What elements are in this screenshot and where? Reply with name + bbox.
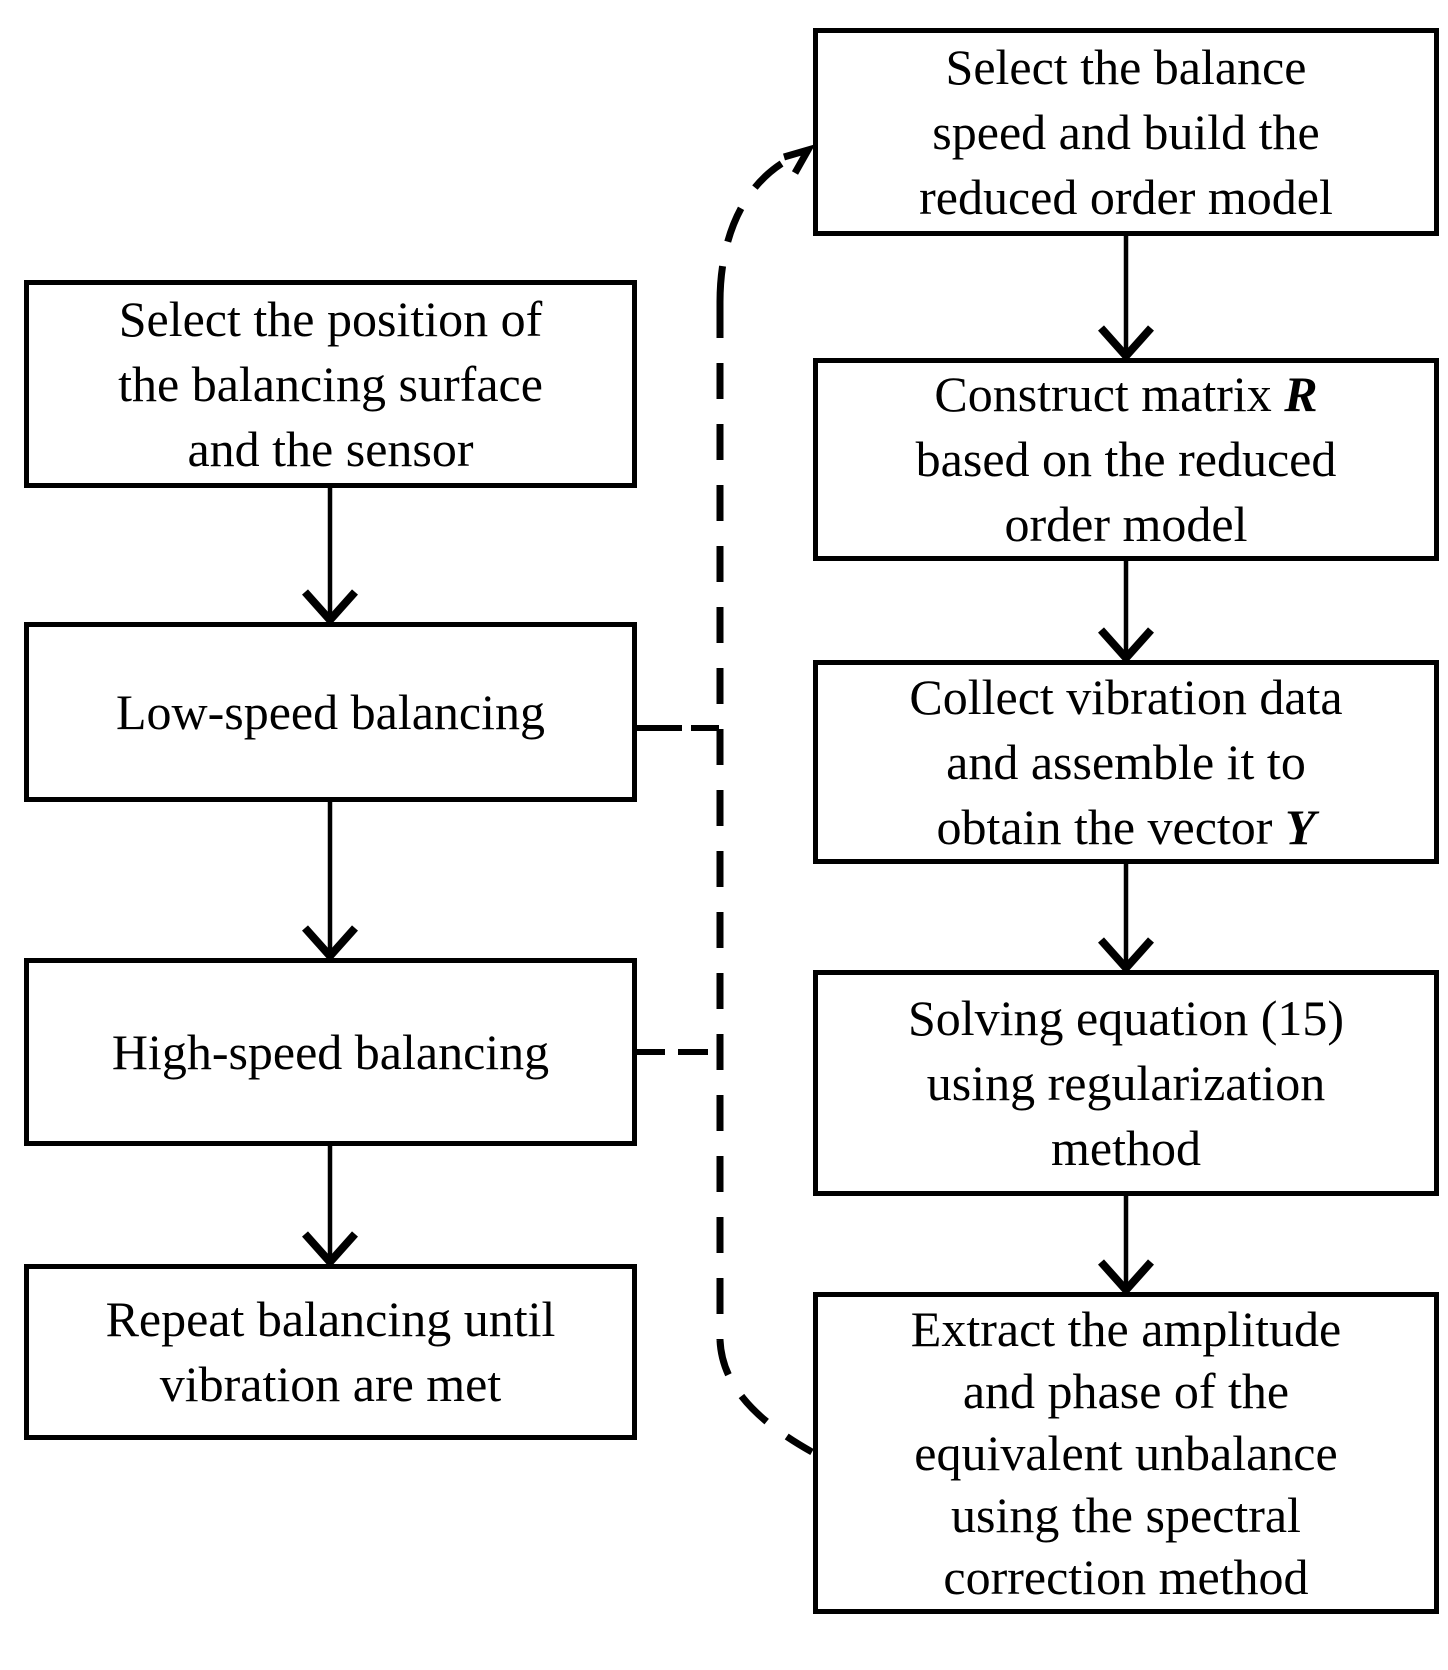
- box-text-line: Extract the amplitude: [910, 1301, 1342, 1357]
- box-text-line: using regularization: [926, 1054, 1326, 1111]
- arrow-head: [1098, 937, 1154, 975]
- arrow-head: [302, 1231, 358, 1269]
- arrow-head: [302, 589, 358, 627]
- arrow-head: [1098, 1259, 1154, 1297]
- arrow-head: [302, 925, 358, 963]
- arrow-head: [1098, 627, 1154, 665]
- arrow-head: [1098, 325, 1154, 363]
- box-text-line: Select the balance: [945, 38, 1307, 95]
- box-text-line: Construct matrix R: [934, 362, 1317, 427]
- box-text-line: order model: [1004, 496, 1248, 552]
- arrow-collect-vibration-to-solve-equation: [1098, 860, 1154, 975]
- arrow-low-speed-to-high-speed: [302, 798, 358, 963]
- box-repeat-balancing: Repeat balancing until vibration are met: [24, 1264, 637, 1440]
- box-text-line: method: [1051, 1119, 1201, 1176]
- box-low-speed-balancing: Low-speed balancing: [24, 622, 637, 802]
- dashed-loop-top-curve: [716, 148, 806, 303]
- arrow-select-position-to-low-speed: [302, 486, 358, 627]
- box-text-line: correction method: [943, 1549, 1309, 1605]
- box-select-balance-speed: Select the balance speed and build the r…: [813, 28, 1439, 236]
- box-text-line: and phase of the: [962, 1363, 1290, 1419]
- box-text-line: High-speed balancing: [111, 1023, 550, 1080]
- box-text-line: Repeat balancing until: [105, 1291, 556, 1347]
- box-text-line: Solving equation (15): [907, 989, 1345, 1046]
- arrow-construct-matrix-to-collect-vibration: [1098, 558, 1154, 665]
- matrix-r-symbol: R: [1284, 366, 1318, 422]
- box-text-line: speed and build the: [932, 103, 1320, 160]
- text-run: Construct matrix: [934, 366, 1285, 422]
- box-text-line: Low-speed balancing: [115, 683, 545, 740]
- box-text-line: and assemble it to: [946, 733, 1306, 790]
- box-text-line: vibration are met: [159, 1356, 502, 1412]
- arrow-select-speed-to-construct-matrix: [1098, 234, 1154, 363]
- box-select-position: Select the position of the balancing sur…: [24, 280, 637, 488]
- box-high-speed-balancing: High-speed balancing: [24, 958, 637, 1146]
- dashed-loop-arrow-head: [783, 144, 816, 175]
- box-text-line: Collect vibration data: [909, 668, 1343, 725]
- box-text-line: obtain the vector Y: [936, 795, 1315, 860]
- box-text-line: the balancing surface: [118, 355, 543, 412]
- box-text-line: Select the position of: [118, 290, 543, 347]
- box-construct-matrix: Construct matrix R based on the reduced …: [813, 358, 1439, 561]
- box-text-line: using the spectral: [951, 1487, 1301, 1543]
- box-text-line: based on the reduced: [915, 431, 1337, 487]
- box-text-line: equivalent unbalance: [914, 1425, 1338, 1481]
- text-run: obtain the vector: [936, 798, 1285, 855]
- arrow-solve-equation-to-extract: [1098, 1192, 1154, 1297]
- box-collect-vibration-data: Collect vibration data and assemble it t…: [813, 660, 1439, 864]
- box-solve-equation: Solving equation (15) using regularizati…: [813, 970, 1439, 1196]
- vector-y-symbol: Y: [1284, 798, 1316, 855]
- dashed-loop-bottom-curve: [716, 1339, 814, 1456]
- box-text-line: reduced order model: [919, 168, 1333, 225]
- box-text-line: and the sensor: [187, 420, 474, 477]
- box-extract-unbalance: Extract the amplitude and phase of the e…: [813, 1292, 1439, 1614]
- arrow-high-speed-to-repeat: [302, 1142, 358, 1269]
